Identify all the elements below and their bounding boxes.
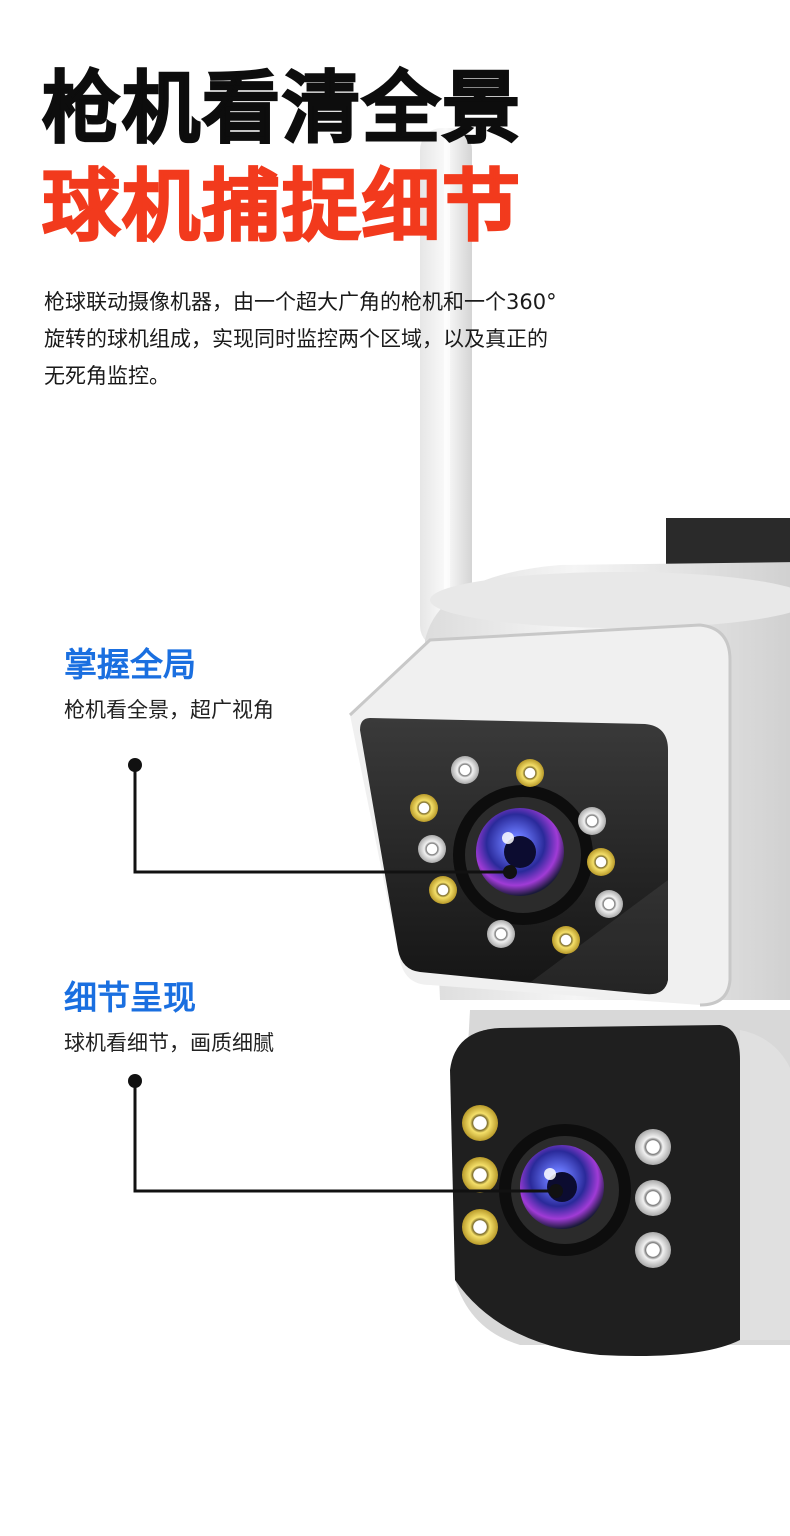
feature-title-overview: 掌握全局 [64,645,196,684]
headline-line-1: 枪机看清全景 [41,64,523,154]
camera-lens-icon [453,785,593,925]
camera-lens-icon [499,1124,631,1256]
feature-title-detail: 细节呈现 [64,978,196,1017]
description-line: 无死角监控。 [44,364,170,388]
headline-line-2: 球机捕捉细节 [41,162,523,252]
feature-subtitle-overview: 枪机看全景，超广视角 [64,698,274,722]
antenna-icon [420,128,472,648]
feature-subtitle-detail: 球机看细节，画质细腻 [64,1031,274,1055]
description-line: 枪球联动摄像机器，由一个超大广角的枪机和一个360° [44,290,557,314]
description-line: 旋转的球机组成，实现同时监控两个区域，以及真正的 [44,327,548,351]
product-description: 枪球联动摄像机器，由一个超大广角的枪机和一个360° 旋转的球机组成，实现同时监… [44,284,634,395]
